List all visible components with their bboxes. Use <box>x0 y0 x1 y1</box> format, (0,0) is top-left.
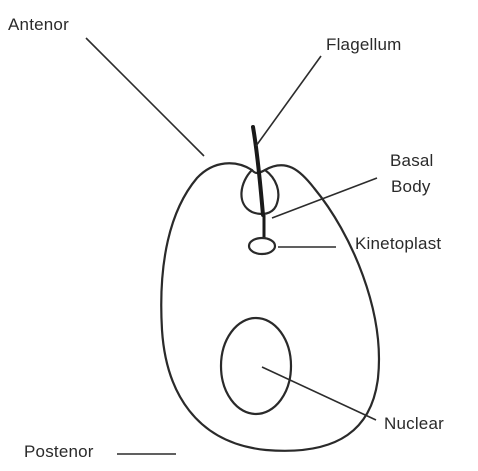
label-kinetoplast: Kinetoplast <box>355 233 441 254</box>
leader-flagellum <box>256 56 321 146</box>
leader-basal-body <box>272 178 377 218</box>
leader-nuclear <box>262 367 376 420</box>
label-basal-body-line2: Body <box>391 176 431 197</box>
label-nuclear: Nuclear <box>384 413 444 434</box>
label-basal-body-line1: Basal <box>390 150 434 171</box>
label-flagellum: Flagellum <box>326 34 402 55</box>
label-anterior: Antenor <box>8 14 69 35</box>
leader-anterior <box>86 38 204 156</box>
cell-outline <box>161 163 379 451</box>
label-posterior: Postenor <box>24 441 94 462</box>
nucleus <box>221 318 291 414</box>
kinetoplast <box>249 238 275 254</box>
